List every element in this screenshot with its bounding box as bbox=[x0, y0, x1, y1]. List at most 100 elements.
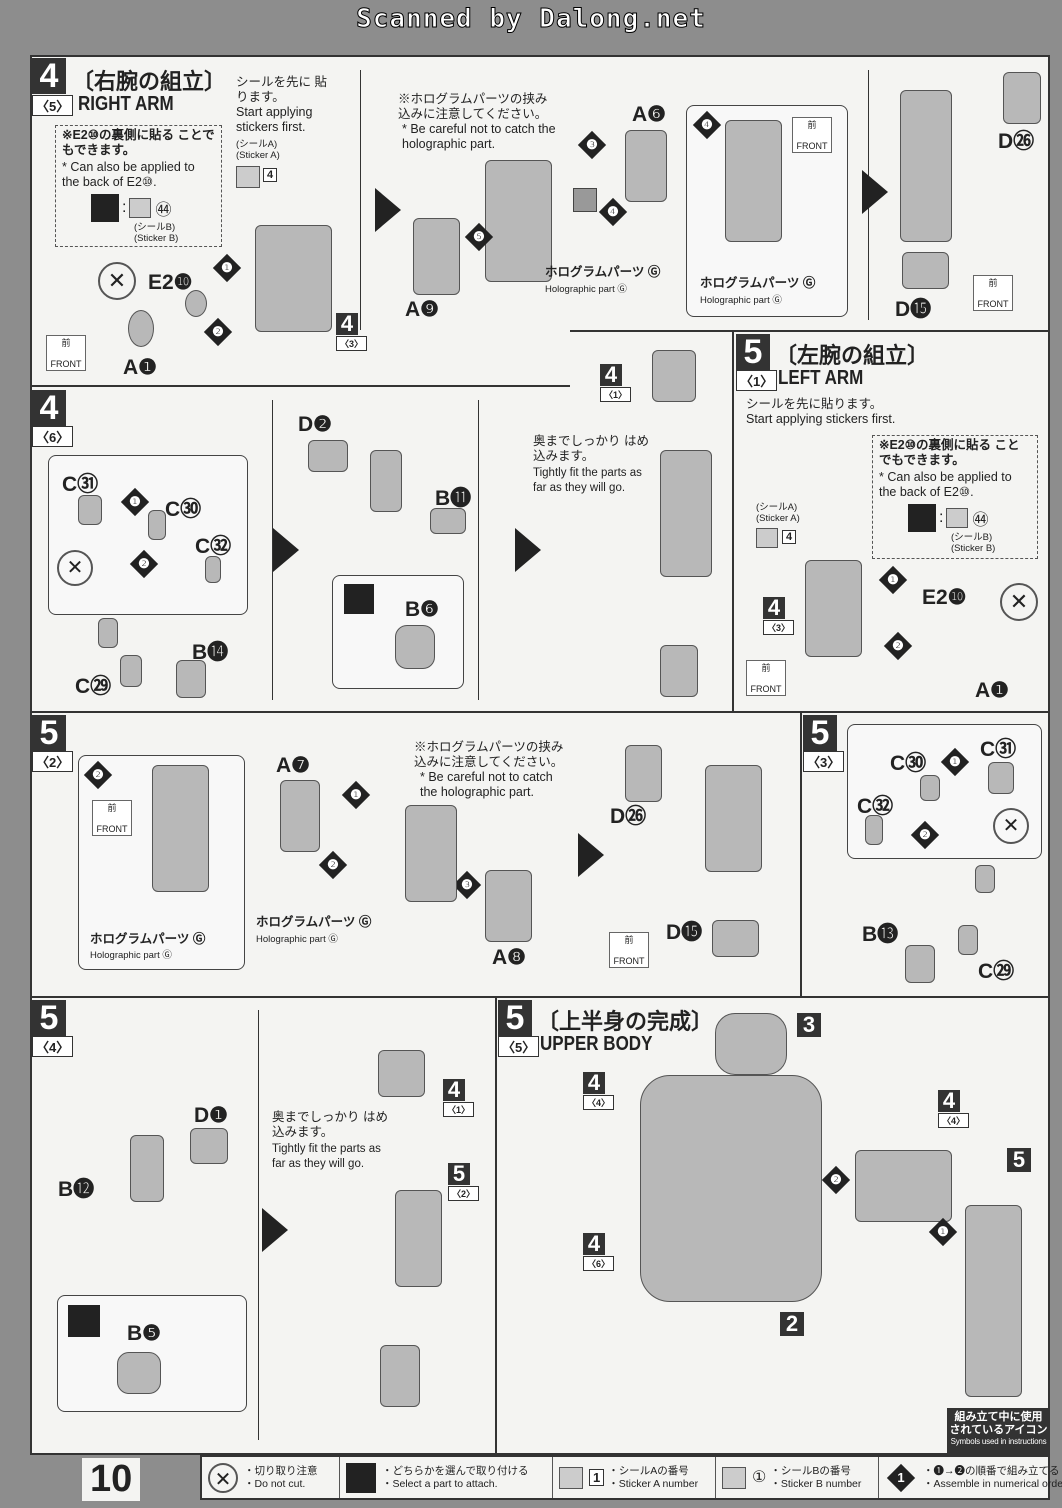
part-label: D❶ bbox=[194, 1104, 228, 1127]
step-marker-1: ❶ bbox=[928, 1217, 958, 1247]
part-c30 bbox=[920, 775, 940, 801]
step-sub: 〈4〉 bbox=[32, 1036, 74, 1057]
step-marker-3: ❸ bbox=[577, 130, 607, 160]
arm-part bbox=[255, 225, 332, 332]
divider bbox=[30, 996, 1050, 998]
part-label: A❾ bbox=[405, 298, 439, 321]
sticker-b-number: ㊹ bbox=[155, 202, 172, 219]
arm-part bbox=[900, 90, 952, 242]
divider bbox=[30, 385, 570, 387]
ref-step: 4 bbox=[443, 1079, 465, 1101]
part-label: B❻ bbox=[405, 598, 439, 621]
holo-label-jp: ホログラムパーツ Ⓖ bbox=[256, 915, 372, 929]
sticker-first-en: Start applying stickers first. bbox=[746, 412, 896, 426]
holo-label-jp: ホログラムパーツ Ⓖ bbox=[90, 932, 206, 946]
step-marker-2: ❷ bbox=[129, 549, 159, 579]
step-number: 4 bbox=[32, 58, 66, 94]
next-arrow-icon bbox=[262, 1208, 288, 1252]
legend-title-en: Symbols used in instructions bbox=[950, 1437, 1047, 1446]
sticker-icon bbox=[236, 166, 260, 188]
part-label: C㉛ bbox=[980, 738, 1017, 761]
holo-note-en: * Be careful not to catch the holographi… bbox=[402, 122, 556, 151]
part-label: D㉖ bbox=[610, 805, 647, 828]
part-b13 bbox=[905, 945, 935, 983]
sticker-b-label-en: (Sticker B) bbox=[951, 543, 996, 554]
divider bbox=[360, 70, 361, 330]
step-marker-2: ❷ bbox=[910, 820, 940, 850]
torso-part bbox=[640, 1075, 822, 1302]
legend-title-jp: 組み立て中に使用 されているアイコン bbox=[949, 1411, 1048, 1436]
part-c31 bbox=[78, 495, 102, 525]
part-c32 bbox=[865, 815, 883, 845]
holo-label-jp: ホログラムパーツ Ⓖ bbox=[545, 265, 661, 279]
arm-part bbox=[130, 1135, 164, 1202]
part-label: B❺ bbox=[127, 1322, 161, 1345]
step-title-en: UPPER BODY bbox=[540, 1033, 653, 1055]
fit-note-jp: 奥までしっかり はめ込みます。 bbox=[533, 434, 649, 463]
sticker-icon bbox=[129, 198, 152, 218]
part-label: C㉜ bbox=[857, 795, 894, 818]
arm-part bbox=[805, 560, 862, 657]
note-en: * Can also be applied to the back of E2⑩… bbox=[879, 470, 1012, 499]
part-c32 bbox=[205, 556, 221, 583]
note-jp: ※E2⑩の裏側に貼る ことでもできます。 bbox=[62, 128, 215, 157]
next-arrow-icon bbox=[375, 188, 401, 232]
ref-sub: 〈4〉 bbox=[938, 1113, 970, 1128]
legend-item: 1・❶→❷の順番で組み立てる・Assemble in numerical ord… bbox=[879, 1457, 1062, 1498]
ref-step: 4 bbox=[583, 1233, 605, 1255]
step-title-jp: 〔右腕の組立〕 bbox=[72, 69, 227, 94]
part-label: B⓭ bbox=[862, 923, 899, 946]
hand-part bbox=[380, 1345, 420, 1407]
sticker-icon bbox=[946, 508, 969, 528]
sticker-first-en: Start applying stickers first. bbox=[236, 105, 313, 134]
divider bbox=[272, 400, 273, 700]
select-part-icon bbox=[908, 504, 936, 532]
part-d1 bbox=[190, 1128, 228, 1164]
part-label: E2❿ bbox=[922, 586, 967, 609]
part-a6 bbox=[625, 130, 667, 202]
legend-item: ①・シールBの番号・Sticker B number bbox=[716, 1457, 879, 1498]
holo-label-en: Holographic part Ⓖ bbox=[700, 295, 782, 306]
step-marker-4: ❹ bbox=[598, 197, 628, 227]
step-marker-2: ❷ bbox=[883, 631, 913, 661]
sticker-icon bbox=[722, 1466, 746, 1489]
part-label: A❽ bbox=[492, 946, 526, 969]
holo-note-jp: ※ホログラムパーツの挟み 込みに注意してください。 bbox=[414, 740, 564, 769]
scan-watermark: Scanned by Dalong.net bbox=[356, 4, 706, 35]
step-marker-1: ❶ bbox=[212, 253, 242, 283]
next-arrow-icon bbox=[515, 528, 541, 572]
sticker-first-jp: シールを先に貼ります。 bbox=[746, 397, 883, 411]
step-marker-1: ❶ bbox=[940, 747, 970, 777]
step-marker-2: ❷ bbox=[203, 317, 233, 347]
arm-body-part bbox=[405, 805, 457, 902]
ref-step: 3 bbox=[797, 1013, 821, 1037]
sticker-a-label-en: (Sticker A) bbox=[756, 513, 800, 524]
ref-sub: 〈4〉 bbox=[583, 1095, 615, 1110]
shoulder-part bbox=[652, 350, 696, 402]
step-title-en: LEFT ARM bbox=[778, 367, 864, 389]
fit-note-en: Tightly fit the parts as far as they wil… bbox=[272, 1143, 381, 1170]
part-a8 bbox=[485, 870, 532, 942]
step-marker-1: ❶ bbox=[120, 487, 150, 517]
part-e2-10 bbox=[185, 290, 207, 317]
part-label: D❷ bbox=[298, 413, 332, 436]
sticker-icon bbox=[756, 528, 778, 548]
step-marker-3: ❸ bbox=[452, 870, 482, 900]
sticker-first-jp: シールを先に 貼ります。 bbox=[236, 75, 327, 104]
head-part bbox=[715, 1013, 787, 1075]
ref-step: 4 bbox=[583, 1072, 605, 1094]
holo-label-en: Holographic part Ⓖ bbox=[545, 284, 627, 295]
part-c31 bbox=[988, 762, 1014, 794]
ref-sub: 〈6〉 bbox=[583, 1256, 615, 1271]
part-label: B⓮ bbox=[192, 641, 229, 664]
next-arrow-icon bbox=[578, 833, 604, 877]
part-b11 bbox=[430, 508, 466, 534]
ref-sub: 〈3〉 bbox=[763, 620, 795, 635]
part-label: C㉙ bbox=[978, 960, 1015, 983]
ref-step: 4 bbox=[336, 313, 358, 335]
divider bbox=[732, 330, 734, 711]
step-marker-1: ❶ bbox=[341, 780, 371, 810]
